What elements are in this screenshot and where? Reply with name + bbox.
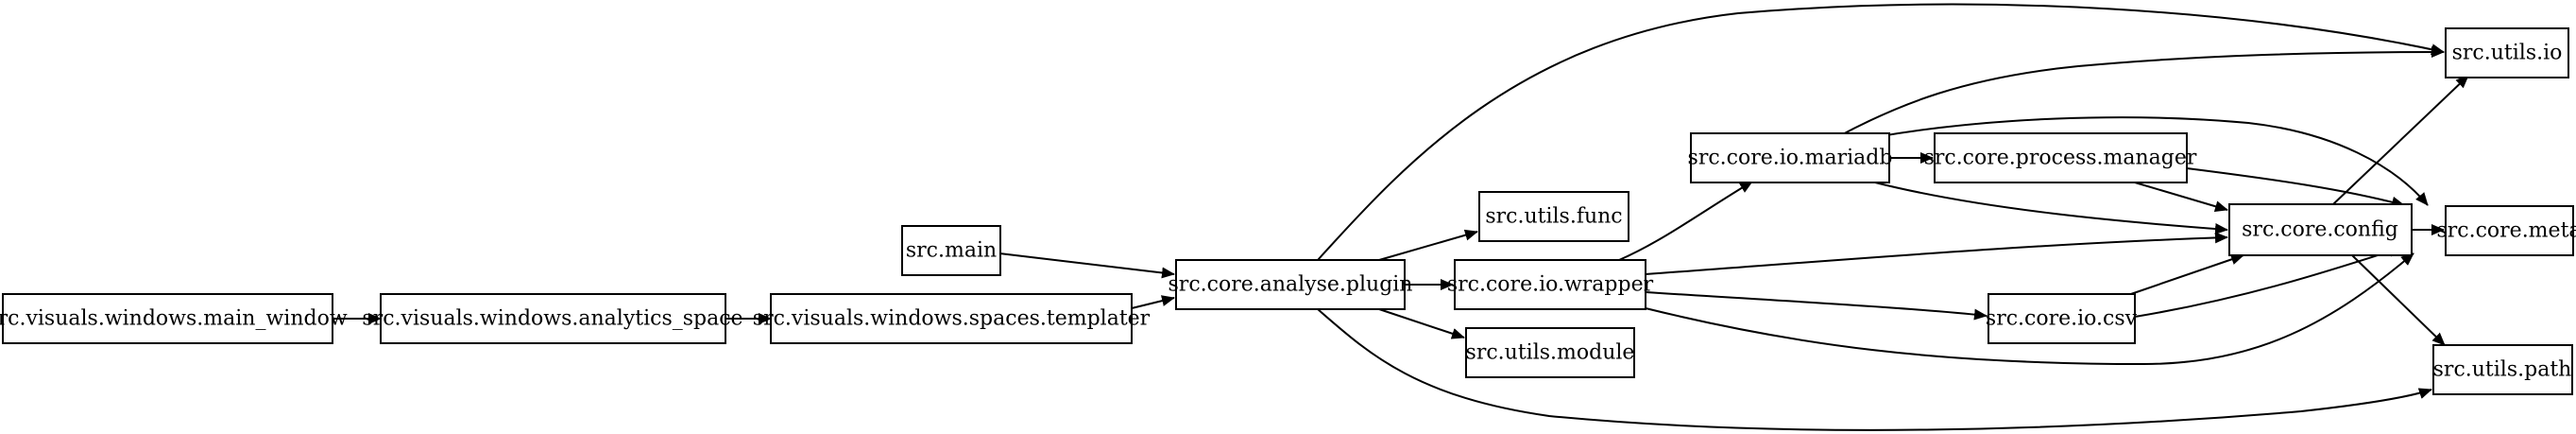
- edge-csv-to-config: [2124, 253, 2244, 297]
- edge-wrapper-to-csv: [1645, 291, 1987, 321]
- edge-main-to-plugin: [998, 252, 1175, 279]
- node-wrapper[interactable]: src.core.io.wrapper: [1447, 259, 1654, 310]
- node-func[interactable]: src.utils.func: [1478, 191, 1629, 242]
- node-label-process-manager: src.core.process.manager: [1924, 147, 2197, 170]
- edge-plugin-to-utils-io: [1317, 3, 2445, 261]
- node-label-config: src.core.config: [2242, 218, 2398, 242]
- edge-templater-to-plugin: [1131, 295, 1175, 309]
- node-csv[interactable]: src.core.io.csv: [1986, 293, 2138, 344]
- node-label-main: src.main: [906, 239, 997, 263]
- edge-plugin-to-module: [1378, 308, 1465, 339]
- edge-csv-to-meta: [2134, 246, 2402, 318]
- node-label-wrapper: src.core.io.wrapper: [1447, 273, 1654, 297]
- edge-mariadb-to-meta: [1874, 116, 2429, 206]
- edge-config-to-path: [2351, 254, 2446, 346]
- node-meta[interactable]: src.core.meta: [2436, 205, 2576, 256]
- node-templater[interactable]: src.visuals.windows.spaces.templater: [753, 293, 1151, 344]
- node-path[interactable]: src.utils.path: [2432, 344, 2573, 395]
- node-main-window[interactable]: src.visuals.windows.main_window: [0, 293, 348, 344]
- node-config[interactable]: src.core.config: [2228, 203, 2413, 256]
- nodes-layer: src.visuals.windows.main_window src.visu…: [0, 27, 2576, 395]
- node-label-utils-io: src.utils.io: [2452, 42, 2563, 65]
- node-main[interactable]: src.main: [901, 225, 1001, 276]
- edge-plugin-to-path: [1317, 308, 2432, 431]
- edge-mariadb-to-config: [1874, 182, 2228, 235]
- edge-process-manager-to-config: [2134, 182, 2228, 213]
- edge-wrapper-to-mariadb: [1618, 181, 1753, 261]
- edges-layer: [333, 3, 2469, 431]
- node-label-mariadb: src.core.io.mariadb: [1688, 147, 1893, 170]
- node-label-plugin: src.core.analyse.plugin: [1169, 273, 1413, 297]
- node-module[interactable]: src.utils.module: [1465, 327, 1635, 378]
- node-label-analytics-space: src.visuals.windows.analytics_space: [362, 307, 742, 331]
- node-label-module: src.utils.module: [1466, 341, 1635, 365]
- node-utils-io[interactable]: src.utils.io: [2445, 27, 2569, 78]
- node-label-func: src.utils.func: [1485, 205, 1622, 229]
- edge-wrapper-to-config: [1645, 232, 2228, 275]
- node-label-meta: src.core.meta: [2436, 219, 2576, 243]
- edge-plugin-to-func: [1378, 229, 1478, 261]
- edge-process-manager-to-meta: [2186, 167, 2405, 208]
- edge-wrapper-to-meta: [1645, 252, 2414, 366]
- node-label-csv: src.core.io.csv: [1986, 307, 2138, 331]
- node-label-templater: src.visuals.windows.spaces.templater: [753, 307, 1151, 331]
- edge-config-to-utils-io: [2332, 75, 2469, 205]
- edge-mariadb-to-utils-io: [1836, 46, 2445, 138]
- node-plugin[interactable]: src.core.analyse.plugin: [1169, 259, 1413, 310]
- node-process-manager[interactable]: src.core.process.manager: [1924, 132, 2197, 183]
- node-analytics-space[interactable]: src.visuals.windows.analytics_space: [362, 293, 743, 344]
- node-mariadb[interactable]: src.core.io.mariadb: [1688, 132, 1893, 183]
- node-label-path: src.utils.path: [2433, 358, 2572, 382]
- node-label-main-window: src.visuals.windows.main_window: [0, 307, 348, 331]
